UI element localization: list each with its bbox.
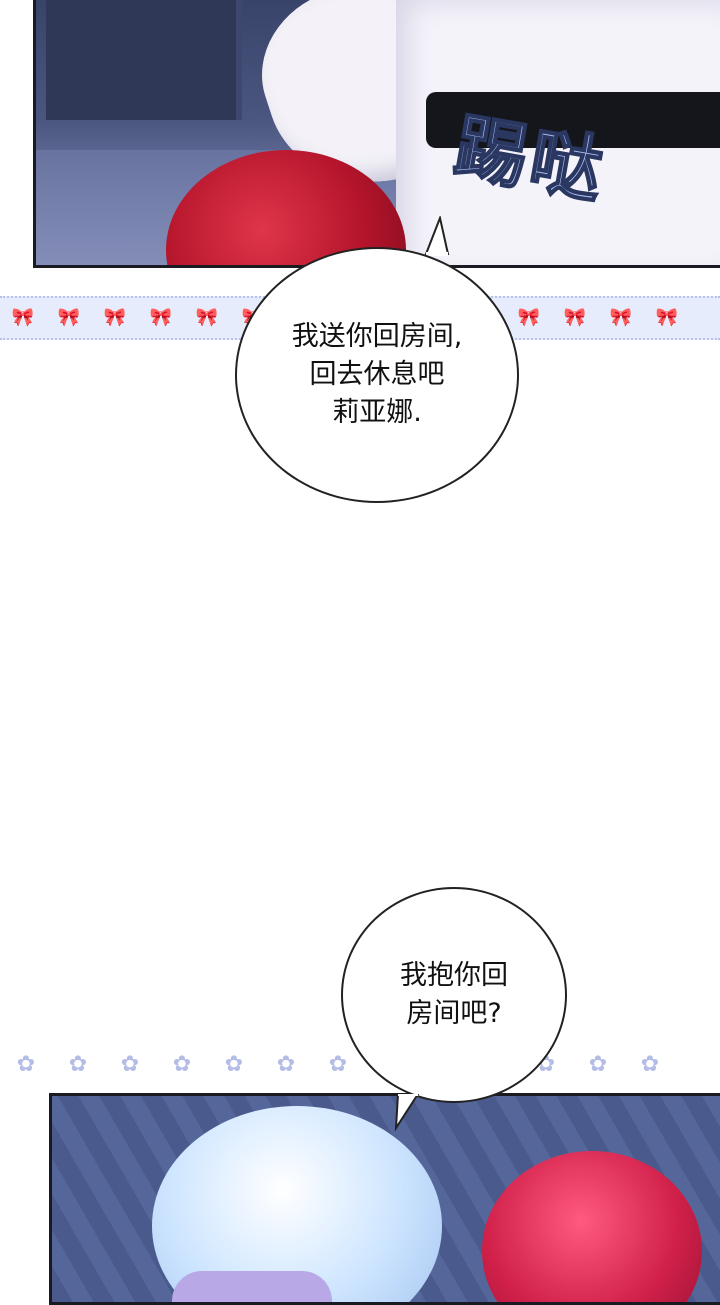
dialogue-line: 莉亚娜. (332, 397, 422, 428)
dialogue-line: 我送你回房间, (291, 321, 463, 352)
flower-icon: ✿ (172, 1052, 192, 1077)
speech-bubble-2: 我抱你回 房间吧? (341, 887, 567, 1103)
background-cabinet (46, 0, 242, 120)
flower-icon: ✿ (640, 1052, 660, 1077)
black-belt (426, 92, 720, 148)
flower-icon: ✿ (276, 1052, 296, 1077)
bow-icon: 🎀 (149, 307, 173, 328)
dialogue-line: 我抱你回 (400, 960, 508, 991)
bow-icon: 🎀 (609, 307, 633, 328)
bow-icon: 🎀 (517, 307, 541, 328)
pink-red-hair (482, 1151, 702, 1302)
speech-bubble-tail-2 (394, 1094, 420, 1132)
flower-icon: ✿ (68, 1052, 88, 1077)
flower-icon: ✿ (328, 1052, 348, 1077)
bow-icon: 🎀 (655, 307, 679, 328)
speech-bubble-1: 我送你回房间, 回去休息吧 莉亚娜. (235, 247, 519, 503)
flower-icon: ✿ (16, 1052, 36, 1077)
comic-panel-bottom (49, 1093, 720, 1305)
bow-icon: 🎀 (195, 307, 219, 328)
bow-icon: 🎀 (11, 307, 35, 328)
speech-bubble-tail-1 (424, 216, 450, 256)
bow-icon: 🎀 (563, 307, 587, 328)
flower-icon: ✿ (224, 1052, 244, 1077)
flower-icon: ✿ (588, 1052, 608, 1077)
dialogue-line: 房间吧? (406, 998, 502, 1029)
purple-collar (172, 1271, 332, 1302)
bow-icon: 🎀 (57, 307, 81, 328)
dialogue-line: 回去休息吧 (309, 359, 445, 390)
light-blue-hair (152, 1106, 442, 1302)
comic-panel-top: 踢哒 (33, 0, 720, 268)
flower-icon: ✿ (120, 1052, 140, 1077)
bow-icon: 🎀 (103, 307, 127, 328)
